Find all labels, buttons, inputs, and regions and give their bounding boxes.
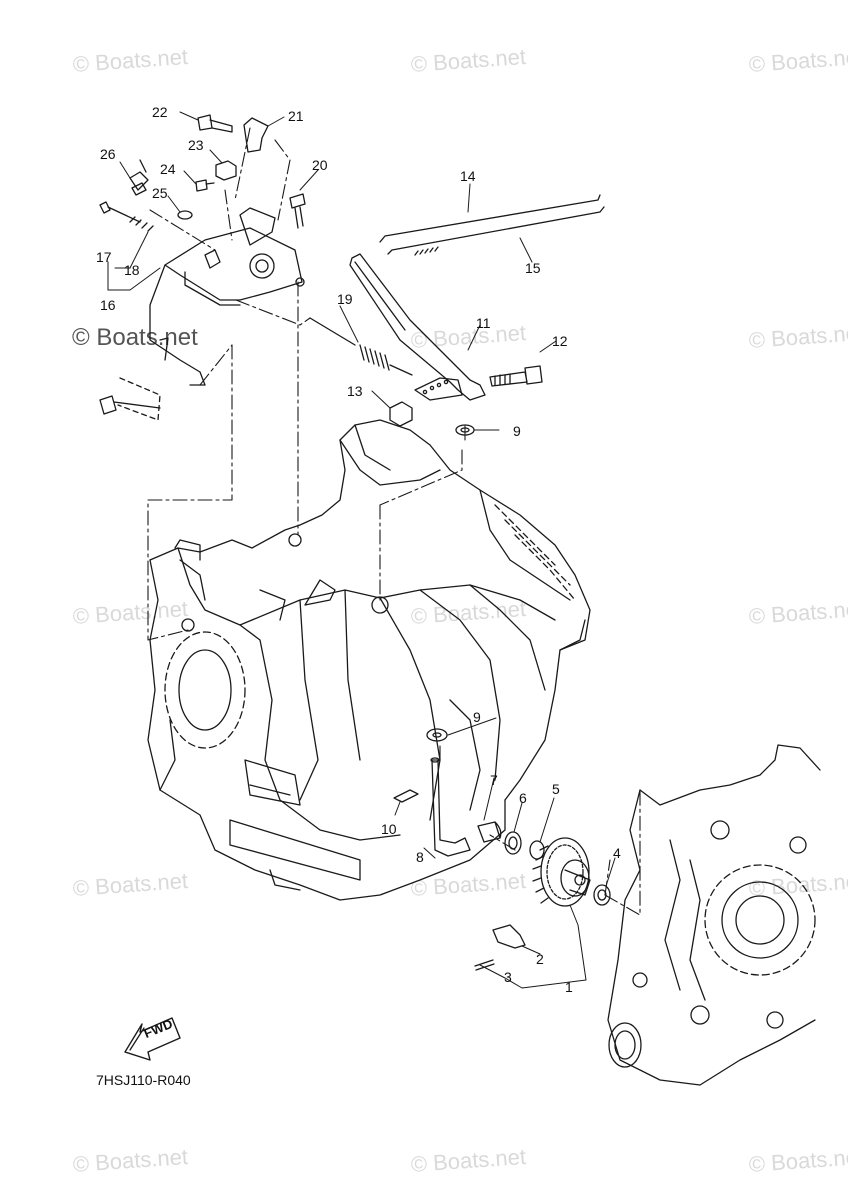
callout-23: 23 xyxy=(188,137,204,153)
crankcase xyxy=(147,419,591,901)
callout-7: 7 xyxy=(490,772,498,788)
callout-22: 22 xyxy=(152,104,168,120)
bolt xyxy=(289,193,306,229)
callout-18: 18 xyxy=(124,262,140,278)
nut xyxy=(389,401,413,427)
governor-shaft xyxy=(431,759,471,857)
screw xyxy=(195,179,215,192)
diagram-reference-code: 7HSJ110-R040 xyxy=(96,1072,191,1088)
callout-2: 2 xyxy=(536,951,544,967)
nut xyxy=(215,160,237,181)
spring xyxy=(129,216,154,232)
governor-gear xyxy=(532,837,591,907)
callout-17: 17 xyxy=(96,249,112,265)
callout-6: 6 xyxy=(519,790,527,806)
callout-9-lower: 9 xyxy=(473,709,481,725)
washer-lower xyxy=(426,728,448,742)
callout-14: 14 xyxy=(460,168,476,184)
callout-25: 25 xyxy=(152,185,168,201)
governor-weight-bracket xyxy=(492,924,526,949)
bolt xyxy=(99,395,161,415)
callout-1: 1 xyxy=(565,979,573,995)
washer xyxy=(504,831,522,855)
throttle-spring xyxy=(309,317,356,346)
callout-10: 10 xyxy=(381,821,397,837)
screw xyxy=(99,201,141,223)
crankcase-cover xyxy=(607,744,821,1086)
callout-9-upper: 9 xyxy=(513,423,521,439)
pin xyxy=(474,959,495,971)
collar xyxy=(477,821,502,843)
callout-11: 11 xyxy=(476,315,491,331)
callout-13: 13 xyxy=(347,383,363,399)
callout-21: 21 xyxy=(288,108,304,124)
control-bracket xyxy=(164,207,305,306)
callout-8: 8 xyxy=(416,849,424,865)
callout-12: 12 xyxy=(552,333,568,349)
bolt xyxy=(489,365,543,387)
callout-20: 20 xyxy=(312,157,328,173)
governor-lever xyxy=(349,253,486,401)
screw xyxy=(197,114,233,133)
choke-link xyxy=(149,264,206,386)
callout-15: 15 xyxy=(525,260,541,276)
fwd-arrow-icon xyxy=(124,1017,181,1061)
callout-3: 3 xyxy=(504,969,512,985)
alignment-lines xyxy=(147,127,641,916)
callout-26: 26 xyxy=(100,146,116,162)
plate xyxy=(243,117,269,153)
callout-19: 19 xyxy=(337,291,353,307)
callout-16: 16 xyxy=(100,297,116,313)
spring xyxy=(129,159,149,196)
clip xyxy=(393,789,419,803)
callout-leaders xyxy=(107,111,616,989)
washer xyxy=(177,210,193,220)
callout-5: 5 xyxy=(552,781,560,797)
governor-rod xyxy=(379,194,601,243)
washer xyxy=(593,884,611,906)
callout-4: 4 xyxy=(613,845,621,861)
circlip xyxy=(529,840,545,860)
callout-24: 24 xyxy=(160,161,176,177)
spring-rod xyxy=(387,206,605,255)
watermark: © Boats.net xyxy=(72,324,198,351)
spring xyxy=(414,246,439,256)
